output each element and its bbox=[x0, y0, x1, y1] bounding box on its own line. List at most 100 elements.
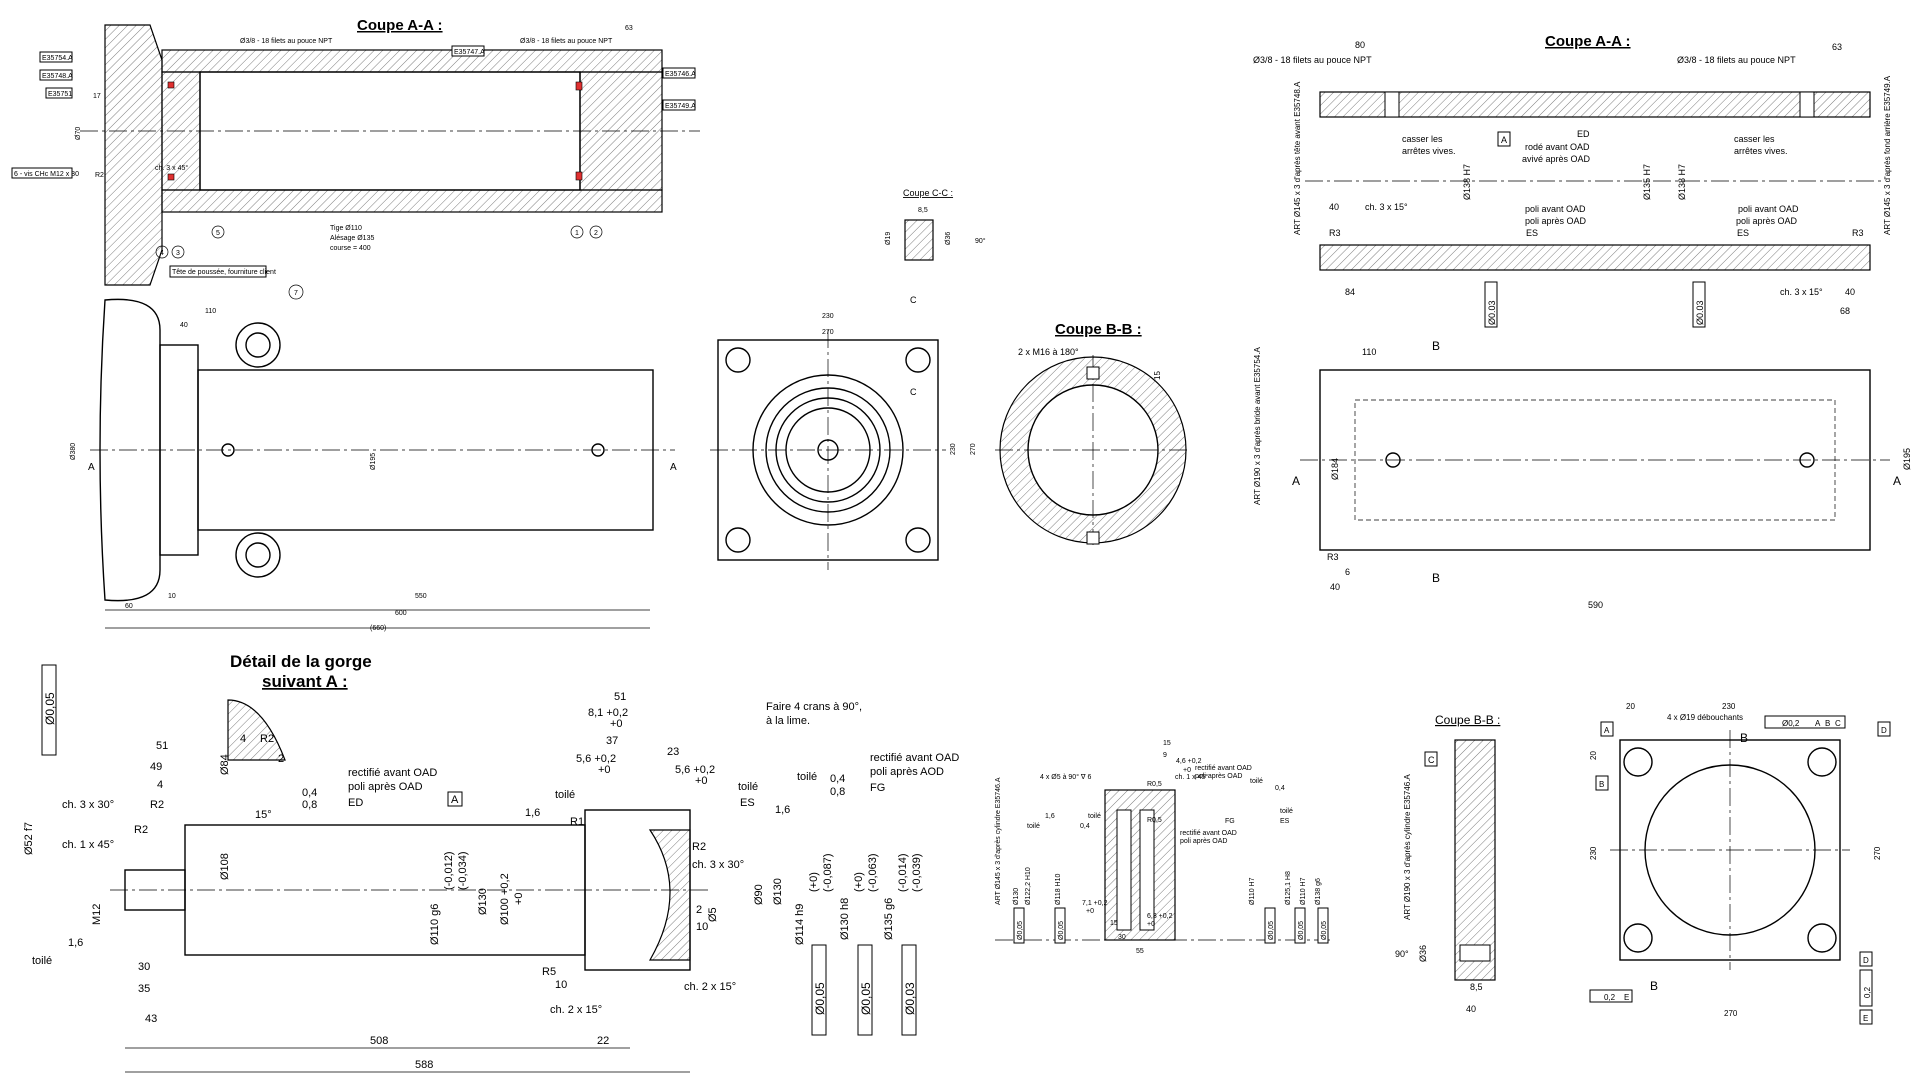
dim: 90° bbox=[975, 237, 986, 245]
dim: 30 bbox=[138, 961, 150, 973]
end-cap bbox=[579, 71, 663, 191]
note: rectifié avant OAD bbox=[1195, 765, 1252, 772]
dim: 2 bbox=[278, 753, 284, 765]
dim: ch. 3 x 15° bbox=[1780, 287, 1823, 297]
dim: M12 bbox=[91, 904, 103, 925]
dim: 90° bbox=[1395, 949, 1409, 959]
dim: Ø195 bbox=[1902, 448, 1912, 470]
dim: 588 bbox=[415, 1059, 433, 1071]
diameter: Ø122,2 H10 bbox=[1025, 867, 1032, 905]
dim: R2 bbox=[150, 799, 164, 811]
note: poli après OAD bbox=[348, 781, 423, 793]
dim: 230 bbox=[950, 443, 957, 455]
art-note: ART Ø190 x 3 d'après cylindre E35746.A bbox=[1403, 774, 1412, 920]
art-note-left: ART Ø145 x 3 d'après tête avant E35748.A bbox=[1293, 81, 1302, 235]
dim: 84 bbox=[1345, 287, 1355, 297]
dim: 4 x Ø5 à 90° ∇ 6 bbox=[1040, 773, 1092, 781]
dim: Ø36 bbox=[945, 232, 952, 245]
cylinder-wall-bottom bbox=[161, 189, 663, 213]
position-tolerance: Ø0,2 bbox=[1782, 719, 1800, 728]
balloon-label: 7 bbox=[294, 290, 298, 297]
diameter: Ø100 +0,2 bbox=[499, 873, 511, 925]
section-mark: A bbox=[1292, 474, 1300, 488]
diameter: Ø130 h8 bbox=[839, 898, 851, 940]
dim: +0 bbox=[1183, 767, 1191, 774]
diameter: Ø90 bbox=[753, 884, 765, 905]
ref-tags: E35754.A E35748.A E35751 E35747.A E35746… bbox=[39, 45, 696, 111]
dim: 15° bbox=[255, 809, 272, 821]
balloon bbox=[288, 284, 304, 300]
seal-4 bbox=[575, 171, 583, 181]
seal-1 bbox=[167, 81, 175, 89]
dim: 230 bbox=[822, 313, 834, 320]
dim: ch. 3 x 30° bbox=[692, 859, 744, 871]
dim: 22 bbox=[597, 1035, 609, 1047]
lifting-eye-top-inner bbox=[245, 332, 271, 358]
diameter: (-0,087) bbox=[822, 853, 834, 892]
datum-tag: A bbox=[451, 794, 459, 806]
thrust-head-note: Tête de poussée, fourniture client bbox=[172, 269, 276, 276]
dim: 40 bbox=[1329, 202, 1339, 212]
dim: 270 bbox=[1724, 1009, 1738, 1018]
groove-detail bbox=[227, 699, 286, 761]
balloons: 1 2 3 4 5 bbox=[155, 225, 603, 259]
note: toilé bbox=[797, 771, 817, 783]
tolerance-frame: Ø0,03 bbox=[903, 982, 917, 1015]
dim: 8,5 bbox=[918, 207, 928, 214]
diameter: Ø118 H10 bbox=[1055, 874, 1062, 905]
dim: R5 bbox=[542, 966, 556, 978]
dim: Ø5 bbox=[707, 907, 719, 922]
note: 0,8 bbox=[830, 786, 845, 798]
tapped-hole bbox=[1086, 531, 1100, 545]
diameter: Ø130 bbox=[477, 888, 489, 915]
cylinder-wall-top bbox=[161, 49, 663, 73]
dim: 550 bbox=[415, 593, 427, 600]
datum-tag: D bbox=[1881, 726, 1887, 735]
dim: 4 bbox=[157, 779, 163, 791]
dim: Ø195 bbox=[370, 453, 377, 470]
dim: 37 bbox=[606, 735, 618, 747]
stroke-note: course = 400 bbox=[330, 245, 371, 252]
note: rectifié avant OAD bbox=[870, 752, 959, 764]
dim: 2 bbox=[696, 904, 702, 916]
note: 0,8 bbox=[302, 799, 317, 811]
finish: ES bbox=[1737, 228, 1749, 238]
thread-label-left: Ø3/8 - 18 filets au pouce NPT bbox=[1253, 55, 1372, 65]
section-mark: A bbox=[88, 462, 95, 473]
diameter: Ø110 H7 bbox=[1249, 877, 1256, 905]
dim: 230 bbox=[1589, 846, 1598, 860]
note: ED bbox=[348, 797, 363, 809]
bolt-hole bbox=[1807, 747, 1837, 777]
dim: R0,5 bbox=[1147, 817, 1162, 824]
note: casser les bbox=[1734, 134, 1775, 144]
note: ES bbox=[1280, 818, 1290, 825]
note: toilé bbox=[1280, 808, 1293, 815]
dim: R2 bbox=[95, 172, 104, 179]
note: poli après OAD bbox=[1195, 773, 1242, 780]
note: rectifié avant OAD bbox=[348, 767, 437, 779]
diameter: (-0,063) bbox=[867, 853, 879, 892]
ref-tag: E35754.A bbox=[42, 55, 73, 62]
dim: 40 bbox=[1845, 287, 1855, 297]
datum-tag: C bbox=[1428, 755, 1435, 765]
dim: R2 bbox=[134, 824, 148, 836]
dim: 55 bbox=[1136, 948, 1144, 955]
dim: 43 bbox=[145, 1013, 157, 1025]
dim: ch. 3 x 15° bbox=[1365, 202, 1408, 212]
lifting-eye-bottom bbox=[235, 532, 281, 578]
dim: 4 bbox=[240, 733, 246, 745]
plate-section bbox=[1454, 739, 1496, 981]
diameter: Ø130 bbox=[1013, 888, 1020, 905]
note: casser les bbox=[1402, 134, 1443, 144]
detail-title: Détail de la gorge bbox=[230, 652, 372, 671]
dim: 35 bbox=[138, 983, 150, 995]
diameter: Ø110 H7 bbox=[1300, 877, 1307, 905]
seal-2 bbox=[167, 173, 175, 181]
diameter: Ø125,1 H8 bbox=[1285, 871, 1292, 905]
balloon: 4 bbox=[160, 250, 164, 257]
section-mark: B bbox=[1432, 571, 1440, 585]
dim: +0 bbox=[1147, 921, 1155, 928]
dim: 1,6 bbox=[1045, 813, 1055, 820]
dim: +0 bbox=[610, 718, 623, 730]
diameter: (-0,039) bbox=[911, 853, 923, 892]
